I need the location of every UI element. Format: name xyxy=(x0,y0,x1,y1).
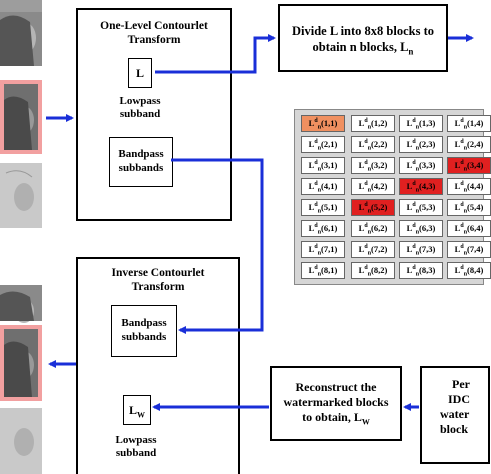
block-cell: Ldn(4,2) xyxy=(351,178,395,195)
divide-blocks-box: Divide L into 8x8 blocks to obtain n blo… xyxy=(278,4,448,72)
inverse-bandpass-label-line1: Bandpass xyxy=(121,317,167,329)
block-cell: Ldn(4,3) xyxy=(399,178,443,195)
reconstruct-line2: watermarked blocks xyxy=(283,395,389,409)
watermarked-bandpass-thumbnail xyxy=(0,408,42,474)
inverse-contourlet-transform-box: Inverse Contourlet Transform Bandpass su… xyxy=(76,257,240,474)
block-cell: Ldn(3,3) xyxy=(399,157,443,174)
inverse-transform-title-line1: Inverse Contourlet xyxy=(111,267,205,279)
lowpass-label-line1: Lowpass xyxy=(119,95,161,107)
flow-arrows xyxy=(46,34,474,411)
idct-line4: block xyxy=(440,422,469,436)
block-cell: Ldn(1,1) xyxy=(301,115,345,132)
inverse-transform-title-line2: Transform xyxy=(131,281,185,293)
block-cell: Ldn(2,4) xyxy=(447,136,491,153)
inverse-lowpass-label-line1: Lowpass xyxy=(115,434,157,446)
block-cell: Ldn(5,1) xyxy=(301,199,345,216)
block-cell: Ldn(3,4) xyxy=(447,157,491,174)
inverse-lowpass-label-line2: subband xyxy=(115,447,157,459)
divide-line1: Divide L into 8x8 blocks to xyxy=(291,24,435,38)
lowpass-symbol: L xyxy=(135,66,144,80)
bandpass-image-thumbnail xyxy=(0,163,42,228)
lowpass-subband-box: L xyxy=(128,58,152,88)
block-cell: Ldn(8,1) xyxy=(301,262,345,279)
bandpass-label-line2: subbands xyxy=(118,162,164,174)
block-cell: Ldn(4,4) xyxy=(447,178,491,195)
watermarked-lowpass-thumbnail xyxy=(0,325,42,401)
block-cell: Ldn(2,1) xyxy=(301,136,345,153)
block-cell: Ldn(1,2) xyxy=(351,115,395,132)
block-cell: Ldn(7,4) xyxy=(447,241,491,258)
idct-step-box-partial: Per IDC water block xyxy=(420,366,490,464)
arrow-bandpass-to-inverse xyxy=(171,158,264,334)
forward-contourlet-transform-box: One-Level Contourlet Transform L Lowpass… xyxy=(76,8,232,221)
block-cell: Ldn(4,1) xyxy=(301,178,345,195)
forward-transform-title-line1: One-Level Contourlet xyxy=(100,20,208,32)
block-cell: Ldn(6,2) xyxy=(351,220,395,237)
forward-transform-title-line2: Transform xyxy=(127,34,181,46)
watermarked-lowpass-box: LW xyxy=(123,395,151,425)
block-cell: Ldn(5,2) xyxy=(351,199,395,216)
block-cell: Ldn(7,1) xyxy=(301,241,345,258)
idct-line1: Per xyxy=(452,377,470,391)
reconstruct-line1: Reconstruct the xyxy=(295,380,377,394)
lowpass-label-line2: subband xyxy=(119,108,161,120)
block-cell: Ldn(6,1) xyxy=(301,220,345,237)
reconstruct-line3: to obtain, LW xyxy=(302,410,370,427)
lowpass-image-thumbnail xyxy=(0,80,42,154)
divide-line2: obtain n blocks, Ln xyxy=(312,40,414,57)
lena-thumbnail-middle xyxy=(0,285,42,323)
idct-line3: water xyxy=(440,407,470,421)
arrow-lowpass-to-divide xyxy=(155,34,276,74)
block-cell: Ldn(1,4) xyxy=(447,115,491,132)
block-cell: Ldn(1,3) xyxy=(399,115,443,132)
block-cell: Ldn(2,2) xyxy=(351,136,395,153)
idct-line2: IDC xyxy=(448,392,471,406)
block-cell: Ldn(8,2) xyxy=(351,262,395,279)
bandpass-label-line1: Bandpass xyxy=(118,148,164,160)
block-cell: Ldn(2,3) xyxy=(399,136,443,153)
block-cell: Ldn(6,3) xyxy=(399,220,443,237)
block-grid: Ldn(1,1) Ldn(1,2)Ldn(1,3)Ldn(1,4) Ldn(2,1)… xyxy=(294,109,491,285)
block-cell: Ldn(3,2) xyxy=(351,157,395,174)
lena-thumbnail-top xyxy=(0,0,42,67)
block-cell: Ldn(7,3) xyxy=(399,241,443,258)
block-cell: Ldn(8,3) xyxy=(399,262,443,279)
block-cell: Ldn(5,4) xyxy=(447,199,491,216)
block-cell: Ldn(7,2) xyxy=(351,241,395,258)
bandpass-subbands-box: Bandpass subbands xyxy=(109,137,173,187)
inverse-bandpass-subbands-box: Bandpass subbands xyxy=(111,305,177,357)
inverse-bandpass-label-line2: subbands xyxy=(121,331,167,343)
reconstruct-blocks-box: Reconstruct the watermarked blocks to ob… xyxy=(270,366,402,441)
block-cell: Ldn(3,1) xyxy=(301,157,345,174)
block-cell: Ldn(5,3) xyxy=(399,199,443,216)
